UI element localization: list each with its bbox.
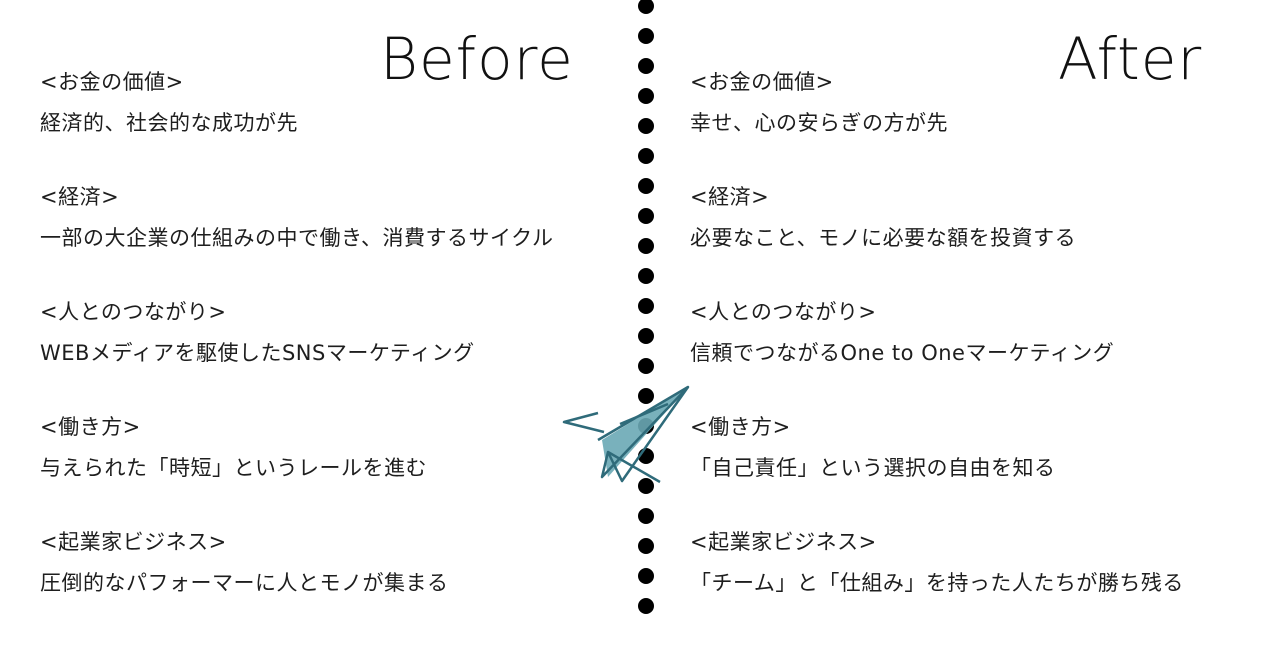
- before-item-economy: <経済> 一部の大企業の仕組みの中で働き、消費するサイクル: [40, 183, 553, 298]
- divider-dot: [638, 238, 654, 254]
- item-heading: <経済>: [40, 185, 120, 209]
- before-item-entrepreneur: <起業家ビジネス> 圧倒的なパフォーマーに人とモノが集まる: [40, 528, 553, 615]
- divider-dot: [638, 328, 654, 344]
- item-body: 必要なこと、モノに必要な額を投資する: [690, 226, 1077, 250]
- item-heading: <働き方>: [40, 415, 141, 439]
- item-body: 「チーム」と「仕組み」を持った人たちが勝ち残る: [690, 571, 1184, 595]
- divider-dot: [638, 148, 654, 164]
- divider-dot: [638, 388, 654, 404]
- divider-dot: [638, 268, 654, 284]
- before-column: <お金の価値> 経済的、社会的な成功が先 <経済> 一部の大企業の仕組みの中で働…: [40, 68, 553, 615]
- divider-dot: [638, 538, 654, 554]
- item-heading: <人とのつながり>: [690, 300, 877, 324]
- divider-dot: [638, 28, 654, 44]
- before-item-work-style: <働き方> 与えられた「時短」というレールを進む: [40, 413, 553, 528]
- item-body: 圧倒的なパフォーマーに人とモノが集まる: [40, 571, 449, 595]
- divider-dot: [638, 88, 654, 104]
- paper-airplane-icon: [562, 385, 690, 484]
- item-heading: <お金の価値>: [40, 70, 184, 94]
- item-body: 経済的、社会的な成功が先: [40, 111, 298, 135]
- divider-dot: [638, 568, 654, 584]
- item-body: WEBメディアを駆使したSNSマーケティング: [40, 341, 475, 365]
- item-heading: <お金の価値>: [690, 70, 834, 94]
- divider-dot: [638, 298, 654, 314]
- dotted-divider: [638, 0, 654, 615]
- item-body: 一部の大企業の仕組みの中で働き、消費するサイクル: [40, 226, 554, 250]
- divider-dot: [638, 208, 654, 224]
- item-heading: <起業家ビジネス>: [690, 530, 877, 554]
- before-title: Before: [380, 25, 574, 93]
- item-heading: <人とのつながり>: [40, 300, 227, 324]
- divider-dot: [638, 178, 654, 194]
- after-column: <お金の価値> 幸せ、心の安らぎの方が先 <経済> 必要なこと、モノに必要な額を…: [690, 68, 1184, 615]
- before-item-money-value: <お金の価値> 経済的、社会的な成功が先: [40, 68, 553, 183]
- after-item-connections: <人とのつながり> 信頼でつながるOne to Oneマーケティング: [690, 298, 1184, 413]
- item-body: 幸せ、心の安らぎの方が先: [690, 111, 948, 135]
- divider-dot: [638, 478, 654, 494]
- after-title: After: [1058, 25, 1203, 93]
- divider-dot: [638, 598, 654, 614]
- before-item-connections: <人とのつながり> WEBメディアを駆使したSNSマーケティング: [40, 298, 553, 413]
- divider-dot: [638, 118, 654, 134]
- divider-dot: [638, 508, 654, 524]
- after-item-economy: <経済> 必要なこと、モノに必要な額を投資する: [690, 183, 1184, 298]
- before-after-comparison: Before After <お金の価値> 経済的、社会的な成功が先 <経済> 一…: [40, 0, 1203, 615]
- after-item-work-style: <働き方> 「自己責任」という選択の自由を知る: [690, 413, 1184, 528]
- divider-dot: [638, 58, 654, 74]
- divider-dot: [638, 358, 654, 374]
- item-body: 与えられた「時短」というレールを進む: [40, 456, 427, 480]
- item-heading: <起業家ビジネス>: [40, 530, 227, 554]
- after-item-entrepreneur: <起業家ビジネス> 「チーム」と「仕組み」を持った人たちが勝ち残る: [690, 528, 1184, 615]
- divider-dot: [638, 0, 654, 14]
- item-heading: <経済>: [690, 185, 770, 209]
- after-item-money-value: <お金の価値> 幸せ、心の安らぎの方が先: [690, 68, 1184, 183]
- item-body: 「自己責任」という選択の自由を知る: [690, 456, 1056, 480]
- item-body: 信頼でつながるOne to Oneマーケティング: [690, 341, 1115, 365]
- item-heading: <働き方>: [690, 415, 791, 439]
